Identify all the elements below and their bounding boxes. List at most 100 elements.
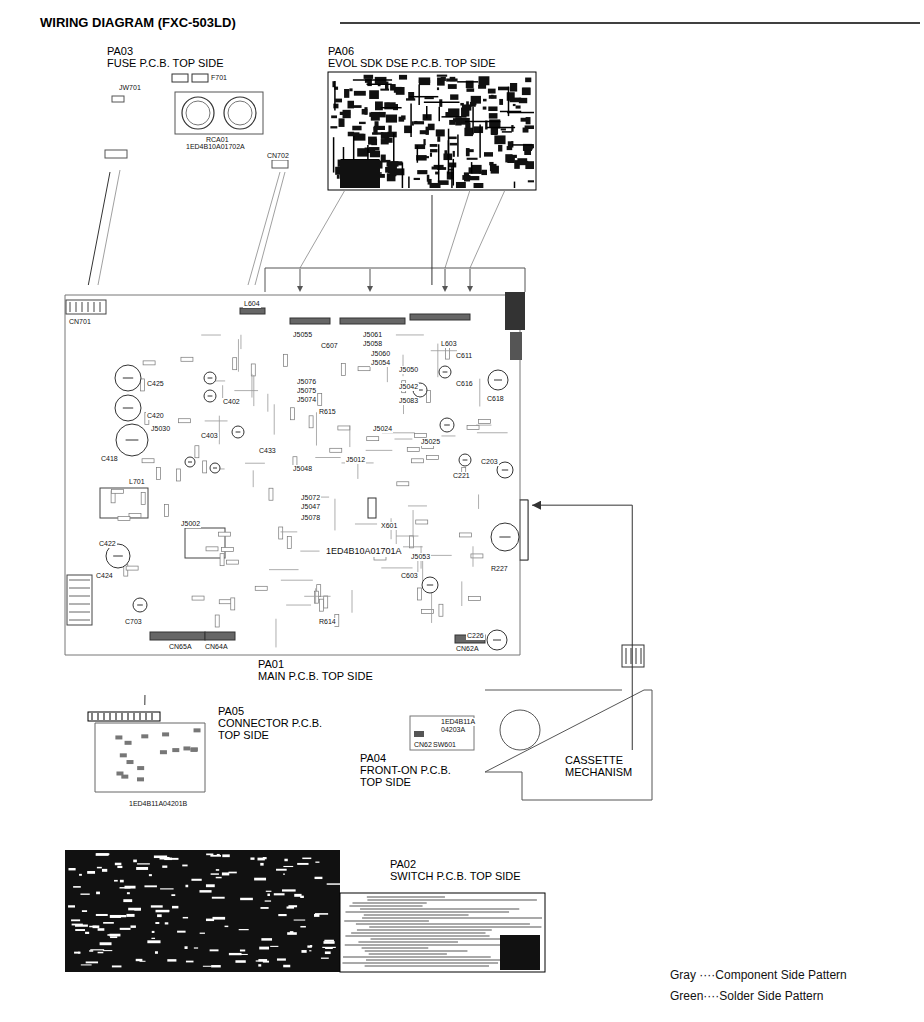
rca-jack <box>228 101 252 125</box>
copper-gap <box>324 940 334 942</box>
part-label: C226 <box>466 632 485 640</box>
copper-gap <box>216 877 222 878</box>
connector-pin <box>110 713 111 720</box>
resistor-symbol <box>192 596 204 600</box>
pcb-board: CASSETTE MECHANISM <box>560 750 645 784</box>
jumper-wire <box>396 536 418 537</box>
copper-gap <box>74 952 80 954</box>
copper-pattern <box>479 76 490 85</box>
connector <box>410 314 470 320</box>
copper-gap <box>260 907 268 909</box>
copper-gap <box>133 860 137 863</box>
copper-gap <box>114 880 118 882</box>
copper-trace <box>365 950 468 951</box>
copper-gap <box>98 952 104 953</box>
part-label: L701 <box>128 478 146 486</box>
copper-pattern <box>483 107 487 110</box>
jumper-wire <box>399 546 423 547</box>
copper-gap <box>182 865 187 867</box>
copper-gap <box>263 857 267 859</box>
copper-pattern <box>516 105 521 108</box>
jumper-wire <box>408 505 427 506</box>
part-label: R227 <box>490 565 509 573</box>
part-label: C603 <box>400 572 419 580</box>
copper-pattern <box>488 89 496 94</box>
resistor-symbol <box>291 408 295 420</box>
connector-pin <box>128 713 129 720</box>
copper-pattern <box>381 139 389 144</box>
copper-pattern <box>424 97 433 99</box>
copper-pattern <box>456 182 466 188</box>
copper-pattern <box>448 137 457 140</box>
copper-trace <box>453 159 455 186</box>
pcb-outline <box>340 893 545 972</box>
copper-trace <box>358 941 458 942</box>
copper-pattern <box>414 121 424 124</box>
part-label: C425 <box>146 380 165 388</box>
copper-gap <box>80 893 89 894</box>
part-label: C420 <box>146 412 165 420</box>
copper-pattern <box>385 167 388 173</box>
copper-pattern <box>467 158 478 160</box>
wire <box>470 190 505 268</box>
part-label: J5042 <box>398 383 419 391</box>
copper-trace <box>345 911 509 912</box>
jumper-wire <box>201 335 221 336</box>
resistor-symbol <box>143 361 155 365</box>
copper-trace <box>349 905 422 906</box>
copper-pattern <box>479 171 486 173</box>
board-id: PA02 <box>390 858 416 870</box>
part-label: C703 <box>124 618 143 626</box>
jack <box>510 332 522 360</box>
copper-pattern <box>523 128 529 133</box>
copper-trace <box>507 112 534 114</box>
copper-pattern <box>511 125 513 132</box>
wire <box>300 190 345 268</box>
copper-gap <box>321 958 329 959</box>
copper-pattern <box>449 120 455 125</box>
capacitor-polarity <box>463 460 468 461</box>
part-label: C402 <box>222 398 241 406</box>
part-label: C618 <box>486 395 505 403</box>
copper-pattern <box>420 156 429 158</box>
copper-gap <box>165 858 178 860</box>
copper-pattern <box>494 135 505 144</box>
resistor-symbol <box>195 446 199 458</box>
copper-trace <box>369 953 447 954</box>
copper-trace <box>343 956 491 957</box>
copper-trace <box>353 79 392 81</box>
pcb-ground <box>500 935 540 970</box>
copper-gap <box>240 898 253 900</box>
copper-pattern <box>436 129 445 136</box>
wire <box>98 170 120 285</box>
cable-plug <box>622 645 644 667</box>
component-outline <box>115 735 122 739</box>
part-label: SW601 <box>432 741 457 749</box>
capacitor-polarity <box>213 468 217 469</box>
copper-gap <box>283 965 290 968</box>
copper-pattern <box>448 84 457 89</box>
component-outline <box>172 748 179 752</box>
resistor-symbol <box>233 358 237 370</box>
copper-gap <box>211 965 221 967</box>
resistor-symbol <box>416 520 428 524</box>
copper-gap <box>96 853 109 855</box>
copper-pattern <box>474 126 483 133</box>
copper-trace <box>362 947 429 948</box>
jumper-wire <box>422 561 423 582</box>
copper-pattern <box>359 122 366 124</box>
plug-arrow <box>442 286 448 292</box>
copper-gap <box>283 874 285 875</box>
copper-pattern <box>462 175 470 180</box>
copper-gap <box>124 886 135 889</box>
part-label: J5061 <box>362 331 383 339</box>
copper-pattern <box>396 87 405 95</box>
copper-trace <box>333 137 335 172</box>
copper-gap <box>110 915 121 918</box>
copper-gap <box>276 869 287 871</box>
copper-pattern <box>488 106 497 111</box>
copper-gap <box>172 906 178 909</box>
copper-gap <box>294 894 301 897</box>
copper-pattern <box>498 145 502 152</box>
component-outline <box>125 741 132 745</box>
